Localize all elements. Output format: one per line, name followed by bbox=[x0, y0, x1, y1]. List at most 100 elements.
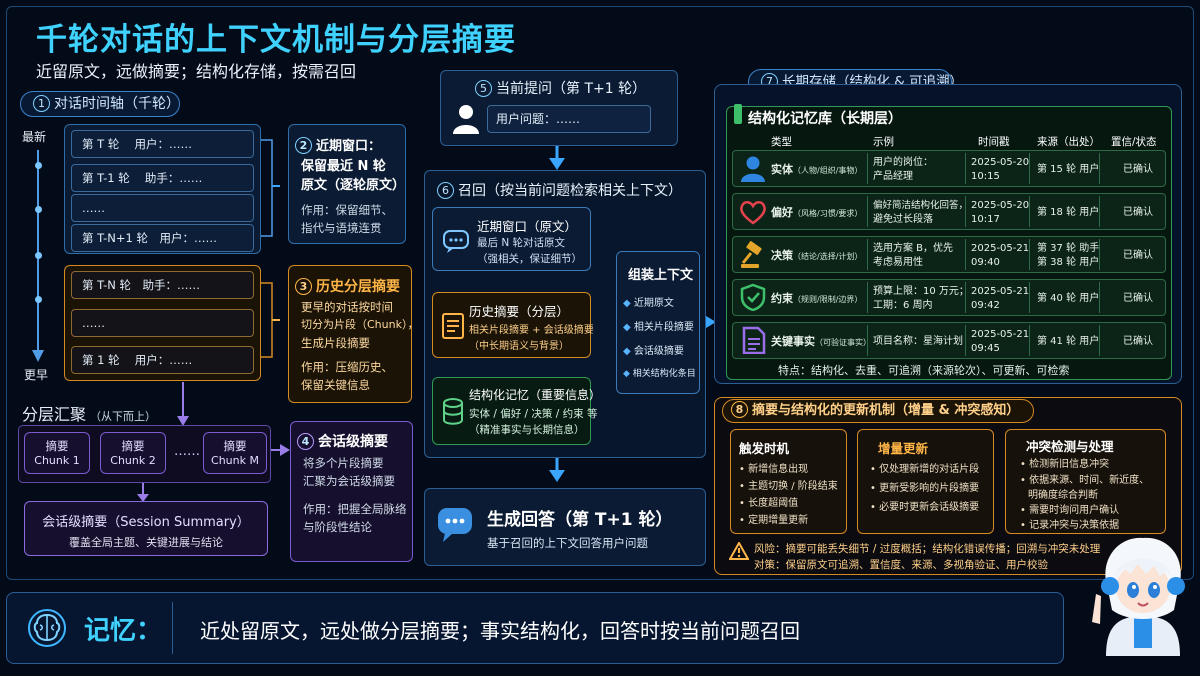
store-title: 结构化记忆库（长期层） bbox=[748, 111, 902, 127]
memory-status: 已确认 bbox=[1123, 293, 1153, 304]
history-desc-3: 生成片段摘要 bbox=[301, 336, 370, 350]
recall-struct-box: 结构化记忆（重要信息） 实体 / 偏好 / 决策 / 约束 等 （精准事实与长期… bbox=[432, 377, 601, 445]
memory-row-fact: 关键事实（可验证事实） 项目名称：星海计划 2025-05-21 09:45 第… bbox=[732, 322, 1166, 359]
memory-source: 第 37 轮 助手 bbox=[1037, 243, 1100, 254]
chunk-title: 摘要 bbox=[121, 439, 145, 453]
step-5-badge: 5 bbox=[475, 80, 492, 97]
step-4-badge: 4 bbox=[297, 433, 314, 450]
conflict-item: • 检测新旧信息冲突 bbox=[1020, 459, 1110, 470]
trigger-item: • 定期增量更新 bbox=[739, 515, 809, 526]
recall-struct-desc-1: 实体 / 偏好 / 决策 / 约束 等 bbox=[469, 408, 598, 420]
chat-bubble-icon bbox=[443, 230, 469, 253]
timeline-message: 第 T-N+1 轮 用户：…… bbox=[71, 224, 254, 252]
memory-example-2: 考虑易用性 bbox=[873, 257, 923, 268]
conflict-item: • 记录冲突与决策依据 bbox=[1020, 520, 1120, 531]
memory-row-entity: 实体（人物/组织/事物） 用户的岗位： 产品经理 2025-05-20 10:1… bbox=[732, 150, 1166, 187]
history-desc-1: 更早的对话按时间 bbox=[301, 300, 393, 314]
document-icon bbox=[742, 326, 766, 354]
chunk-name: Chunk 2 bbox=[110, 454, 156, 467]
recall-struct-desc-2: （精准事实与长期信息） bbox=[469, 424, 585, 436]
answer-desc: 基于召回的上下文回答用户问题 bbox=[487, 536, 648, 550]
footer-label: 记忆： bbox=[84, 616, 163, 646]
timeline-message: …… bbox=[71, 309, 254, 337]
session-desc-1: 将多个片段摘要 bbox=[303, 456, 384, 470]
recall-window-desc-2: （强相关，保证细节） bbox=[477, 253, 582, 265]
answer-title: 生成回答（第 T+1 轮） bbox=[487, 510, 673, 530]
col-header-time: 时间戳 bbox=[978, 136, 1010, 148]
memory-status: 已确认 bbox=[1123, 164, 1153, 175]
memory-time: 09:42 bbox=[971, 300, 1000, 311]
database-icon bbox=[443, 398, 463, 425]
memory-time: 09:40 bbox=[971, 257, 1000, 268]
conflict-item: • 依据来源、时间、新近度、 bbox=[1020, 475, 1150, 486]
recent-window-role-1: 作用：保留细节、 bbox=[301, 203, 393, 217]
conflict-item: 明确度综合判断 bbox=[1028, 490, 1098, 501]
countermeasure-text: 对策：保留原文可追溯、置信度、来源、多视角验证、用户校验 bbox=[754, 559, 1048, 571]
trigger-box: 触发时机 • 新增信息出现 • 主题切换 / 阶段结束 • 长度超阈值 • 定期… bbox=[730, 429, 847, 534]
recall-window-title: 近期窗口（原文） bbox=[477, 219, 578, 234]
chunk-ellipsis: …… bbox=[174, 444, 200, 459]
memory-time: 10:15 bbox=[971, 171, 1000, 182]
assemble-context-box: 组装上下文 ◆ 近期原文 ◆ 相关片段摘要 ◆ 会话级摘要 ◆ 相关结构化条目 bbox=[616, 251, 700, 394]
memory-example-2: 产品经理 bbox=[873, 171, 913, 182]
memory-type: 关键事实（可验证事实） bbox=[771, 335, 871, 348]
memory-source: 第 41 轮 用户 bbox=[1037, 336, 1100, 347]
recall-history-desc-1: 相关片段摘要 + 会话级摘要 bbox=[469, 325, 594, 336]
footer-bar bbox=[6, 592, 1064, 664]
warning-icon bbox=[729, 542, 749, 560]
recall-window-box: 近期窗口（原文） 最后 N 轮对话原文 （强相关，保证细节） bbox=[432, 207, 591, 271]
heart-icon bbox=[740, 201, 766, 225]
hierarchy-label: 分层汇聚（从下而上） bbox=[22, 405, 157, 424]
timeline-message: 第 1 轮 用户：…… bbox=[71, 346, 254, 374]
assemble-item: ◆ 近期原文 bbox=[623, 298, 674, 309]
chunk-summary-m: 摘要 Chunk M bbox=[203, 432, 267, 474]
memory-source-2: 第 38 轮 用户 bbox=[1037, 257, 1100, 268]
col-header-type: 类型 bbox=[771, 136, 792, 148]
step-1-badge: 1 bbox=[33, 95, 50, 112]
timeline-dot bbox=[35, 252, 42, 259]
chat-bubble-icon bbox=[438, 508, 472, 542]
gavel-icon bbox=[741, 241, 762, 268]
person-icon bbox=[741, 156, 765, 182]
memory-type: 约束（规则/限制/边界） bbox=[771, 292, 863, 305]
store-features: 特点：结构化、去重、可追溯（来源轮次）、可更新、可检索 bbox=[778, 364, 1070, 377]
memory-row-decision: 决策（结论/选择/计划） 选用方案 B，优先 考虑易用性 2025-05-21 … bbox=[732, 236, 1166, 273]
memory-status: 已确认 bbox=[1123, 336, 1153, 347]
chunk-title: 摘要 bbox=[45, 439, 69, 453]
memory-date: 2025-05-21 bbox=[971, 286, 1030, 297]
memory-example-1: 偏好简洁结构化回答， bbox=[873, 200, 969, 211]
recall-history-desc-2: （中长期语义与背景） bbox=[469, 341, 569, 352]
memory-example-1: 用户的岗位： bbox=[873, 157, 933, 168]
memory-date: 2025-05-21 bbox=[971, 243, 1030, 254]
assemble-item: ◆ 相关结构化条目 bbox=[623, 369, 696, 379]
incremental-item: • 必要时更新会话级摘要 bbox=[870, 502, 980, 513]
incremental-title: 增量更新 bbox=[878, 441, 929, 456]
trigger-item: • 新增信息出现 bbox=[739, 464, 809, 475]
main-frame bbox=[6, 6, 1194, 580]
risk-text: 风险：摘要可能丢失细节 / 过度概括；结构化错误传播；回溯与冲突未处理 bbox=[754, 543, 1101, 555]
memory-row-preference: 偏好（风格/习惯/要求） 偏好简洁结构化回答， 避免过长段落 2025-05-2… bbox=[732, 193, 1166, 230]
page-title: 千轮对话的上下文机制与分层摘要 bbox=[36, 22, 516, 58]
memory-time: 09:45 bbox=[971, 343, 1000, 354]
assemble-item: ◆ 相关片段摘要 bbox=[623, 322, 694, 333]
session-summary-title: 会话级摘要（Session Summary） bbox=[42, 515, 250, 530]
history-role-1: 作用：压缩历史、 bbox=[301, 360, 393, 374]
recall-window-desc-1: 最后 N 轮对话原文 bbox=[477, 237, 566, 249]
incremental-item: • 仅处理新增的对话片段 bbox=[870, 464, 980, 475]
memory-date: 2025-05-20 bbox=[971, 200, 1030, 211]
recall-history-box: 历史摘要（分层） 相关片段摘要 + 会话级摘要 （中长期语义与背景） bbox=[432, 292, 594, 358]
trigger-item: • 长度超阈值 bbox=[739, 498, 799, 509]
session-role-1: 作用：把握全局脉络 bbox=[303, 502, 407, 516]
memory-source: 第 18 轮 用户 bbox=[1037, 207, 1100, 218]
memory-example-2: 工期：6 周内 bbox=[873, 300, 933, 311]
conflict-item: • 需要时询问用户确认 bbox=[1020, 505, 1120, 516]
timeline-dot bbox=[35, 206, 42, 213]
user-question-input[interactable]: 用户问题：…… bbox=[487, 105, 651, 133]
incremental-item: • 更新受影响的片段摘要 bbox=[870, 483, 980, 494]
